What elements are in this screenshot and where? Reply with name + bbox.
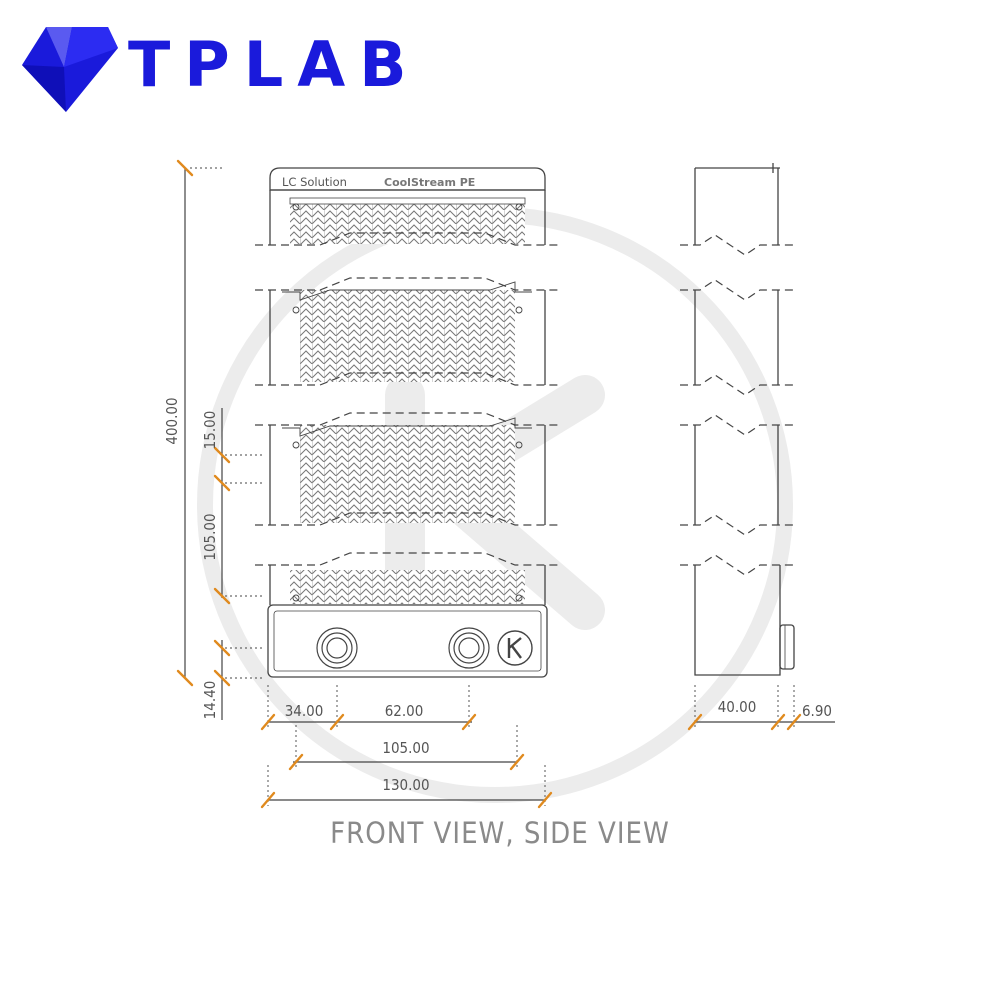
brand-logo: TPLAB	[22, 27, 420, 112]
dim-height: 400.00	[163, 397, 181, 444]
dim-total-width: 130.00	[382, 776, 429, 794]
view-caption: FRONT VIEW, SIDE VIEW	[330, 816, 670, 850]
dim-fitting-depth: 6.90	[802, 702, 832, 720]
dim-port-offset: 15.00	[201, 411, 219, 450]
dimension-ticks	[176, 159, 802, 809]
dim-port-from-left: 34.00	[285, 702, 324, 720]
dim-bottom-offset: 14.40	[201, 681, 219, 720]
dim-thickness: 40.00	[718, 698, 757, 716]
dim-port-spacing-v: 105.00	[201, 513, 219, 560]
diamond-logo-icon	[22, 27, 118, 112]
dim-mount-width: 105.00	[382, 739, 429, 757]
ek-logo-icon	[497, 630, 533, 666]
dim-port-spacing-h: 62.00	[385, 702, 424, 720]
brand-name: TPLAB	[128, 28, 420, 101]
front-view: LC Solution CoolStream PE	[255, 167, 560, 678]
port-right	[448, 627, 490, 669]
maker-label: LC Solution	[282, 175, 347, 189]
port-left	[316, 627, 358, 669]
model-label: CoolStream PE	[384, 176, 475, 189]
side-view	[680, 163, 795, 676]
dimension-labels: 400.00 15.00 105.00 14.40 34.00 62.00 10…	[163, 397, 832, 794]
